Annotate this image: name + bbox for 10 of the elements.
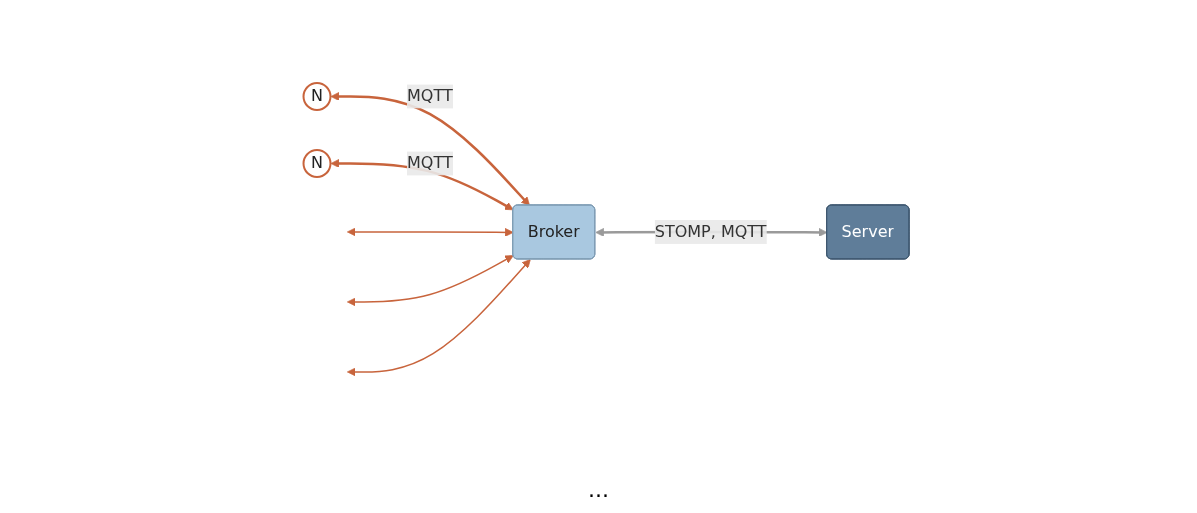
edge-label: MQTT: [407, 153, 454, 173]
edge-label: STOMP, MQTT: [655, 221, 768, 241]
node-circle: N: [303, 149, 332, 178]
arrow: [347, 227, 515, 237]
node-circle: N: [303, 82, 332, 111]
arrow: [347, 255, 515, 307]
arrow: [330, 92, 531, 206]
edge-label: MQTT: [407, 86, 454, 106]
ellipsis-label: ...: [588, 476, 609, 504]
arrow: [347, 259, 532, 377]
